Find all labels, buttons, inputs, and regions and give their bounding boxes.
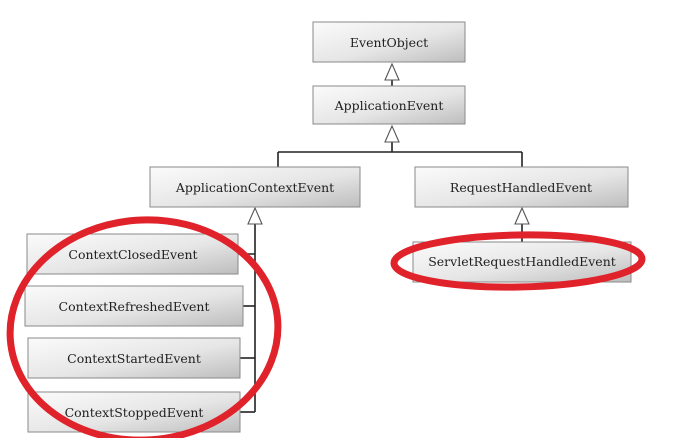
highlight-ellipse-context-events: [6, 216, 282, 438]
arrowhead-to-request-handled-event-icon: [514, 206, 530, 225]
arrowhead-to-event-object-icon: [384, 62, 400, 81]
node-label: EventObject: [350, 35, 428, 50]
highlight-ellipse-servlet-event: [390, 231, 646, 291]
node-request-handled-event: RequestHandledEvent: [414, 166, 629, 208]
node-label: ServletRequestHandledEvent: [428, 254, 616, 269]
arrowhead-to-application-context-event-icon: [247, 206, 263, 225]
arrowhead-to-application-event-icon: [384, 124, 400, 143]
node-servlet-request-handled-event: ServletRequestHandledEvent: [412, 241, 632, 283]
node-label: ContextStartedEvent: [67, 351, 201, 366]
node-context-started-event: ContextStartedEvent: [27, 337, 241, 379]
node-label: ContextStoppedEvent: [65, 405, 204, 420]
node-label: ApplicationContextEvent: [175, 180, 334, 195]
node-application-event: ApplicationEvent: [312, 85, 466, 125]
node-label: ContextClosedEvent: [68, 247, 197, 262]
inheritance-arrowheads: [247, 62, 530, 225]
node-label: ContextRefreshedEvent: [59, 299, 210, 314]
node-label: RequestHandledEvent: [450, 180, 592, 195]
node-application-context-event: ApplicationContextEvent: [149, 166, 361, 208]
highlight-annotations: [6, 216, 646, 438]
node-label: ApplicationEvent: [334, 98, 444, 113]
node-event-object: EventObject: [312, 21, 466, 63]
node-context-closed-event: ContextClosedEvent: [26, 233, 239, 275]
class-boxes: EventObject ApplicationEvent Application…: [24, 21, 632, 433]
node-context-refreshed-event: ContextRefreshedEvent: [24, 285, 244, 327]
